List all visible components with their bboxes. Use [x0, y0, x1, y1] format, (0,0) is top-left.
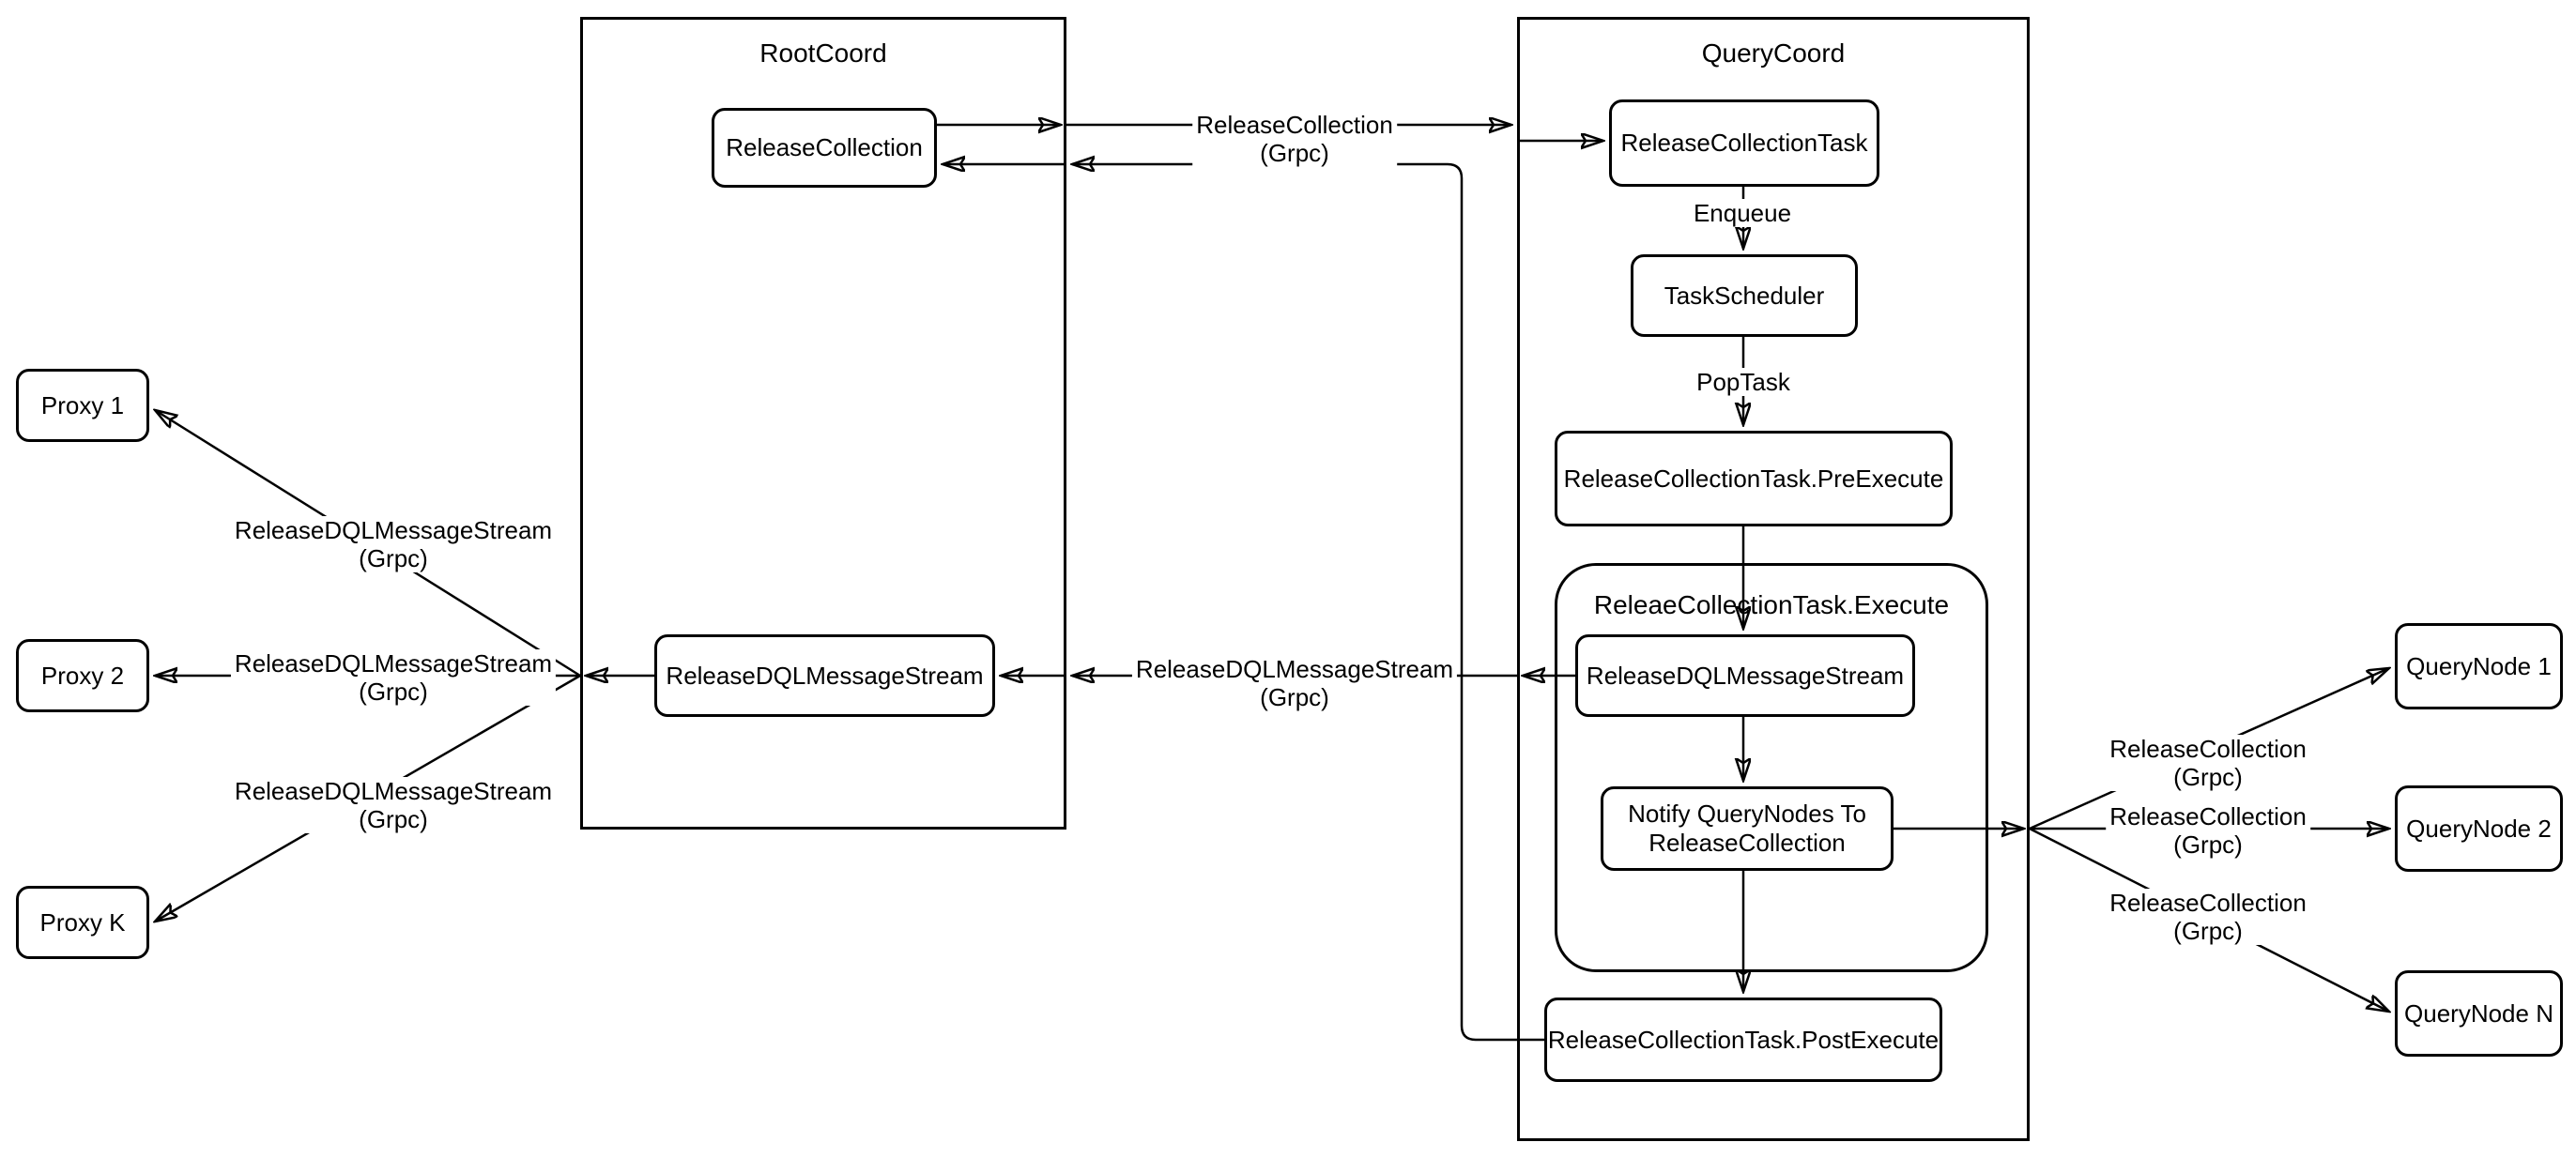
node-release-collection: ReleaseCollection	[712, 108, 937, 188]
node-proxy-1: Proxy 1	[16, 369, 149, 442]
node-task-scheduler: TaskScheduler	[1631, 254, 1858, 337]
edge-label-dql-grpc-proxyk: ReleaseDQLMessageStream (Grpc)	[230, 777, 557, 833]
node-notify-querynodes: Notify QueryNodes To ReleaseCollection	[1601, 786, 1894, 871]
rootcoord-container	[580, 17, 1066, 830]
node-querynode-2: QueryNode 2	[2395, 785, 2563, 872]
querycoord-title: QueryCoord	[1701, 38, 1846, 68]
node-postexecute: ReleaseCollectionTask.PostExecute	[1544, 998, 1942, 1082]
edge-label-enqueue: Enqueue	[1689, 199, 1796, 227]
edge-label-dql-grpc-mid: ReleaseDQLMessageStream (Grpc)	[1131, 655, 1458, 711]
node-proxy-2: Proxy 2	[16, 639, 149, 712]
edge-label-poptask: PopTask	[1693, 368, 1794, 396]
edge-label-rc-grpc-qn1: ReleaseCollection (Grpc)	[2106, 735, 2310, 791]
node-querynode-n: QueryNode N	[2395, 970, 2563, 1057]
execute-group-container	[1555, 563, 1988, 972]
edge-label-dql-grpc-proxy1: ReleaseDQLMessageStream (Grpc)	[230, 516, 557, 572]
rootcoord-title: RootCoord	[759, 38, 887, 68]
node-release-dql-querycoord: ReleaseDQLMessageStream	[1575, 634, 1915, 717]
node-release-collection-task: ReleaseCollectionTask	[1609, 99, 1879, 187]
node-preexecute: ReleaseCollectionTask.PreExecute	[1555, 431, 1953, 526]
edge-label-dql-grpc-proxy2: ReleaseDQLMessageStream (Grpc)	[230, 649, 557, 706]
edge-postexecute-return-to-rootcoord	[1072, 164, 1544, 1042]
edge-label-rc-grpc-qn2: ReleaseCollection (Grpc)	[2106, 802, 2310, 859]
execute-group-title: ReleaeCollectionTask.Execute	[1593, 590, 1950, 619]
node-release-dql-rootcoord: ReleaseDQLMessageStream	[654, 634, 995, 717]
node-proxy-k: Proxy K	[16, 886, 149, 959]
edge-label-releasecollection-grpc-top: ReleaseCollection (Grpc)	[1192, 111, 1397, 167]
edge-label-rc-grpc-qnn: ReleaseCollection (Grpc)	[2106, 889, 2310, 945]
node-querynode-1: QueryNode 1	[2395, 623, 2563, 709]
querycoord-container	[1517, 17, 2030, 1141]
